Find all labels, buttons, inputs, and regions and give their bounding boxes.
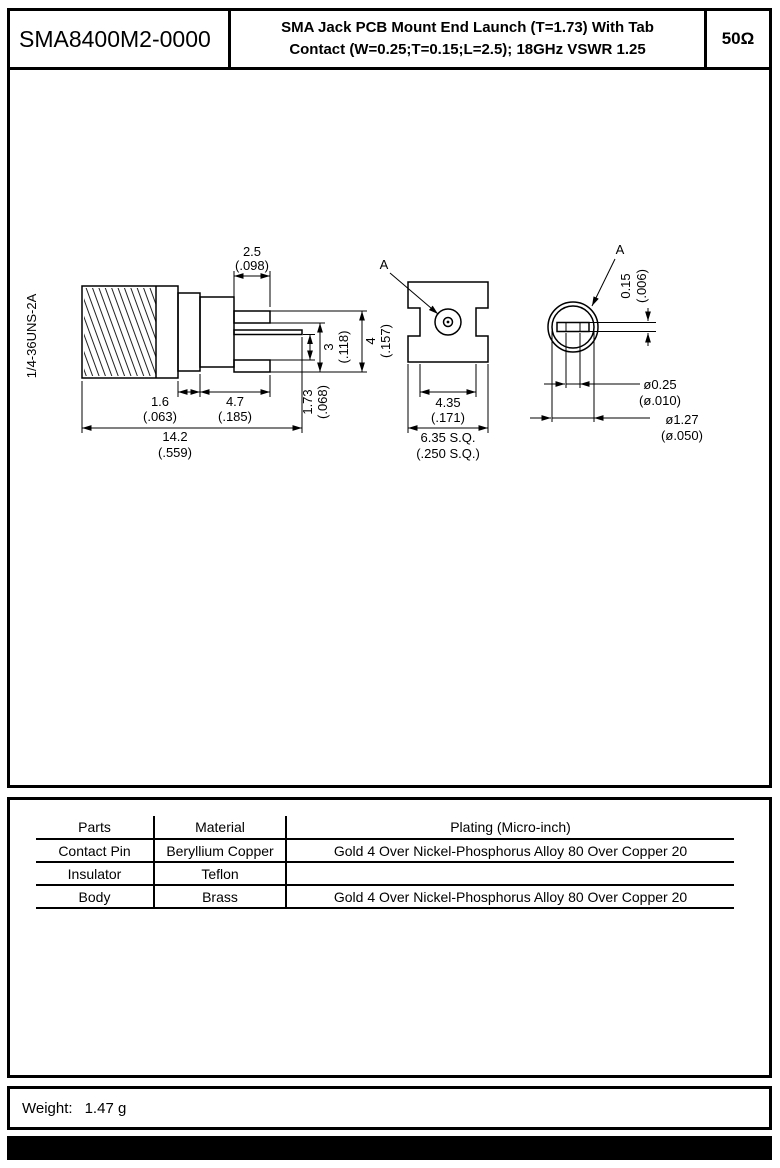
inner-bore-circle [551,305,595,349]
part-cell: Contact Pin [36,839,155,863]
dim-dielectric-dia-mm: ø1.27 [665,412,698,427]
table-row: Contact Pin Beryllium Copper Gold 4 Over… [36,839,734,863]
dim-3-mm: 3 [321,343,336,350]
product-title: SMA Jack PCB Mount End Launch (T=1.73) W… [231,11,707,67]
col-header-material: Material [154,816,287,840]
table-row: Insulator Teflon [36,862,734,886]
pin-center-dot [446,320,450,324]
col-header-parts: Parts [36,816,155,840]
dim-slot-in: (.068) [315,385,330,419]
dim-dielectric-dia-in: (ø.050) [661,428,703,443]
weight-section: Weight: 1.47 g [7,1086,772,1130]
plating-cell [286,862,734,886]
dim-overall-length-mm: 14.2 [162,429,187,444]
plating-cell: Gold 4 Over Nickel-Phosphorus Alloy 80 O… [286,839,734,863]
section-a-leader-2 [591,258,616,307]
collar [177,292,201,372]
materials-table: Parts Material Plating (Micro-inch) Cont… [36,816,734,909]
impedance-label: 50Ω [721,29,755,48]
lower-pcb-leg [233,359,271,373]
side-view-dimensions [81,271,367,433]
square-flange [407,281,489,363]
dim-3-in: (.118) [336,331,351,364]
dim-tab-thickness-in: (.006) [634,269,649,303]
bottom-bar [7,1136,772,1160]
front-view-dimensions [389,272,489,433]
dim-leg-length-mm: 2.5 [243,244,261,259]
tab-contact [233,329,303,336]
technical-drawing-svg: 1/4-36UNS-2A 2.5 (.098) 3 (.118) 4 (.157… [24,242,703,461]
dim-4-35-in: (.171) [431,410,465,425]
section-a-label-section: A [616,242,625,257]
pin-circle [442,316,454,328]
dim-slot-mm: 1.73 [300,389,315,414]
dim-4-mm: 4 [363,337,378,344]
section-a-label-front: A [380,257,389,272]
side-view [81,285,303,379]
dim-pin-dia-in: (ø.010) [639,393,681,408]
product-title-line1: SMA Jack PCB Mount End Launch (T=1.73) W… [281,19,654,37]
dim-4-7-mm: 4.7 [226,394,244,409]
part-cell: Body [36,885,155,909]
tab-cross-section [556,321,590,333]
body-flange-side [199,296,235,368]
material-cell: Brass [154,885,287,909]
part-cell: Insulator [36,862,155,886]
thread-spec-label: 1/4-36UNS-2A [24,293,39,378]
front-view [407,281,489,363]
dim-4-7-in: (.185) [218,409,252,424]
table-row: Body Brass Gold 4 Over Nickel-Phosphorus… [36,885,734,909]
dim-tab-thickness-mm: 0.15 [618,273,633,298]
drawing-labels: 1/4-36UNS-2A 2.5 (.098) 3 (.118) 4 (.157… [24,242,703,461]
part-number: SMA8400M2-0000 [10,11,231,67]
dim-4-35-mm: 4.35 [435,395,460,410]
table-header-row: Parts Material Plating (Micro-inch) [36,816,734,840]
outer-bore-circle [547,301,599,353]
dim-pin-dia-mm: ø0.25 [643,377,676,392]
section-view-dimensions [530,258,656,422]
section-a-leader [389,272,439,315]
dim-overall-length-in: (.559) [158,445,192,460]
col-header-plating: Plating (Micro-inch) [286,816,734,840]
dim-square-in: (.250 S.Q.) [416,446,480,461]
dim-4-in: (.157) [378,324,393,358]
section-view [547,301,599,353]
thread-hatch [84,288,156,376]
dim-1-6-mm: 1.6 [151,394,169,409]
upper-pcb-leg [233,310,271,324]
weight-value: 1.47 g [84,1099,127,1117]
product-title-line2: Contact (W=0.25;T=0.15;L=2.5); 18GHz VSW… [289,41,646,58]
weight-label: Weight: [22,1099,73,1117]
title-block: SMA8400M2-0000 SMA Jack PCB Mount End La… [7,8,772,70]
material-cell: Teflon [154,862,287,886]
plating-cell: Gold 4 Over Nickel-Phosphorus Alloy 80 O… [286,885,734,909]
dim-1-6-in: (.063) [143,409,177,424]
materials-section: Parts Material Plating (Micro-inch) Cont… [7,797,772,1078]
dim-leg-length-in: (.098) [235,258,269,273]
drawing-area: 1/4-36UNS-2A 2.5 (.098) 3 (.118) 4 (.157… [7,70,772,788]
dielectric-circle [434,308,462,336]
dim-square-mm: 6.35 S.Q. [421,430,476,445]
material-cell: Beryllium Copper [154,839,287,863]
